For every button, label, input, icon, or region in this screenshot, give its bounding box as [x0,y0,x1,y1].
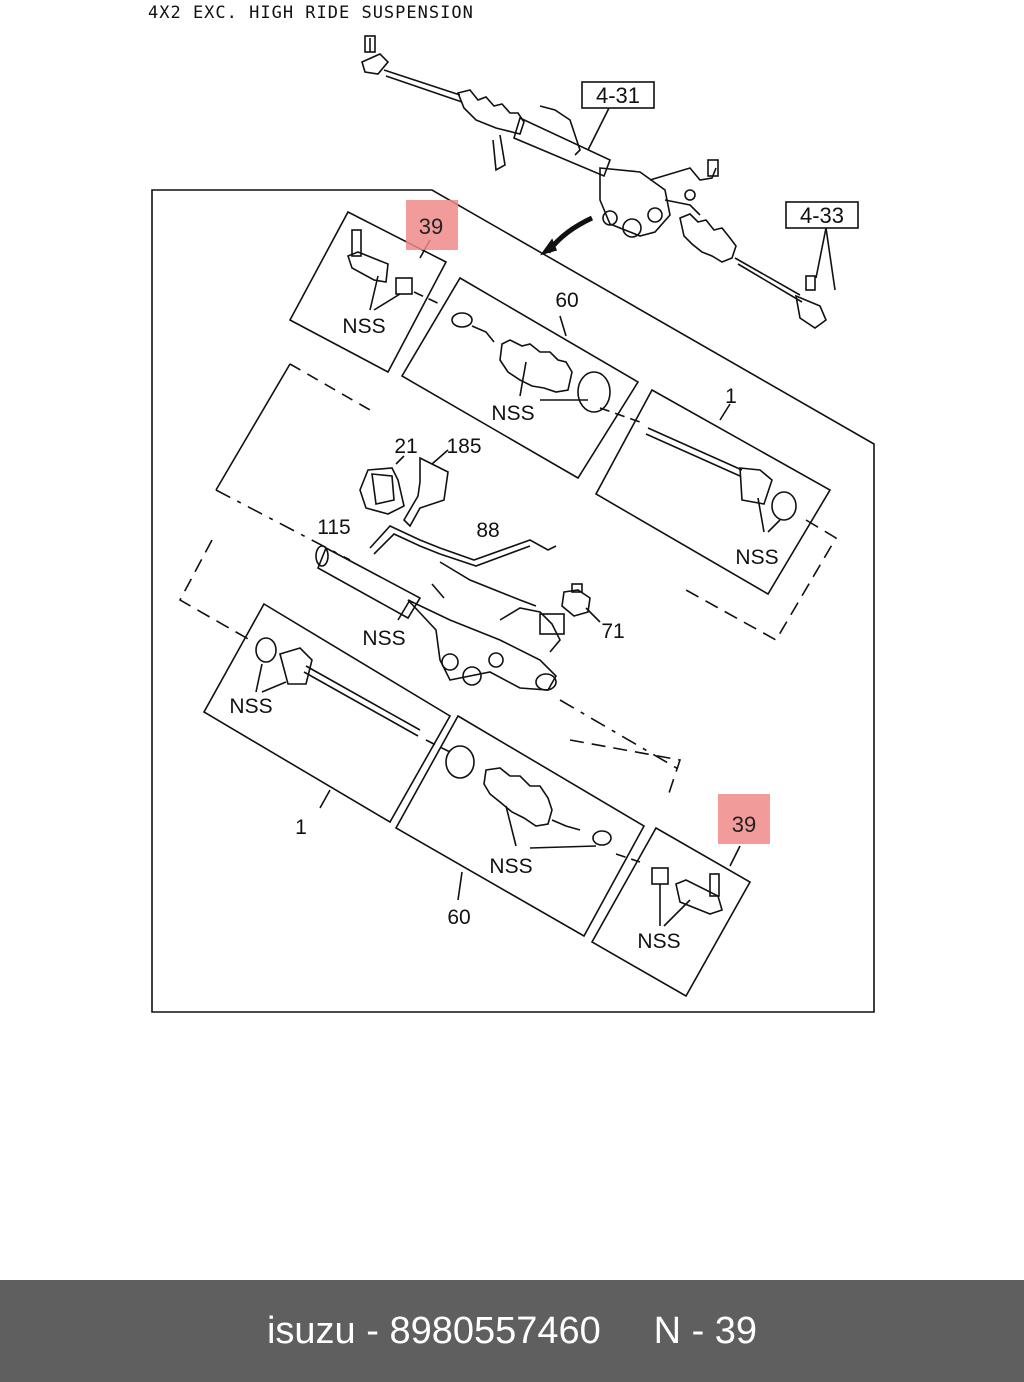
tie-rod-end-bottom-group [590,826,752,998]
callout-60-bottom: 60 [447,906,470,929]
nss-label-boot-top: NSS [491,402,534,425]
inner-tie-rod-right-group [594,388,832,596]
callout-71: 71 [601,620,624,643]
housing-outline [178,363,838,797]
ref-box-4-31[interactable]: 4-31 [581,81,655,109]
ref-box-4-33[interactable]: 4-33 [785,201,859,229]
callout-88: 88 [476,519,499,542]
footer-separator: - [355,1309,390,1352]
callout-1-left: 1 [295,816,307,839]
nss-label-rod-right: NSS [735,546,778,569]
callout-21: 21 [394,435,417,458]
brackets-group [359,449,449,528]
nss-label-rod-left: NSS [229,695,272,718]
highlight-callout-39-top[interactable]: 39 [406,200,458,250]
svg-text:39: 39 [732,812,756,837]
nss-label-tie-end-bottom: NSS [637,930,680,953]
svg-text:4-31: 4-31 [596,83,640,108]
footer-page: N - 39 [653,1309,758,1352]
svg-text:39: 39 [419,214,443,239]
nss-label-tie-end-top: NSS [342,315,385,338]
callout-185: 185 [446,435,481,458]
diagram-title: 4X2 EXC. HIGH RIDE SUSPENSION [148,3,474,23]
assembled-steering-gear [361,35,836,329]
footer-bar: isuzu - 8980557460 N - 39 [0,1280,1024,1382]
nss-label-housing: NSS [362,627,405,650]
callout-1-right: 1 [725,385,737,408]
steering-gear-exploded-diagram: 4-31 4-33 39 39 60 1 21 185 115 88 71 1 … [151,35,875,1013]
steering-housing [315,525,681,771]
diagram-frame [151,189,875,1013]
callout-60-top: 60 [555,289,578,312]
footer-spacer [601,1310,654,1353]
boot-bottom-group [394,714,646,938]
boot-top-group [400,276,641,480]
nss-label-boot-bottom: NSS [489,855,532,878]
highlight-callout-39-bottom[interactable]: 39 [718,794,770,844]
footer-part-number: 8980557460 [389,1309,601,1352]
callout-115: 115 [317,516,350,539]
svg-text:4-33: 4-33 [800,203,844,228]
inner-tie-rod-left-group [202,602,452,824]
footer-brand: isuzu [266,1309,356,1352]
